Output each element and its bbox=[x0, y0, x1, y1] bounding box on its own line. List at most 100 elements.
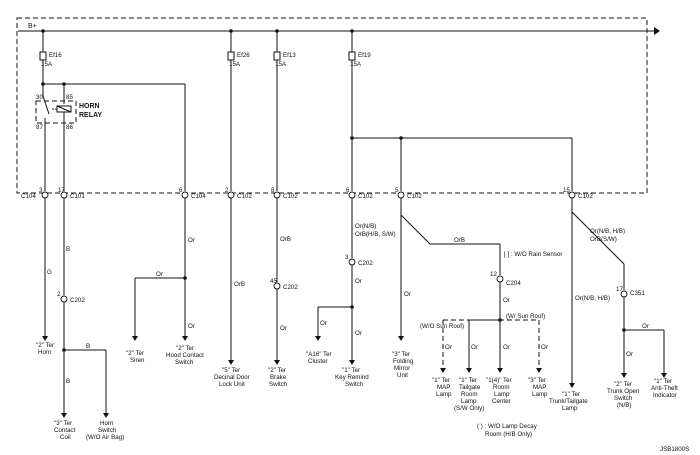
fuse-ef13-amp: 15A bbox=[275, 61, 287, 68]
wire-or-trunksw: Or bbox=[626, 351, 633, 358]
wire-or-cluster: Or bbox=[320, 320, 327, 327]
wire-or-c204: Or bbox=[503, 297, 510, 304]
load-coil-3: Coil bbox=[60, 434, 71, 441]
wire-or-nb-hb: Or(N/B, H/B) bbox=[590, 228, 625, 235]
load-hood-1: "2" Ter bbox=[176, 345, 194, 352]
load-cluster-2: Cluster bbox=[308, 358, 328, 365]
conn-c202b-pin: 45 bbox=[270, 278, 277, 285]
wire-orb-hbsw: OrB(H/B, S/W) bbox=[355, 231, 396, 238]
conn-c104b: C104 bbox=[191, 193, 206, 200]
note-lamp-decay-2: Room (H/B Only) bbox=[485, 431, 532, 438]
load-siren-1: "2" Ter bbox=[126, 350, 144, 357]
load-brake-3: Switch bbox=[269, 381, 288, 388]
load-tg-4: Lamp bbox=[461, 398, 477, 405]
load-trunkopen-1: "2" Ter bbox=[614, 381, 632, 388]
wire-or-trunk: Or(N/B, H/B) bbox=[575, 295, 610, 302]
conn-c202b: C202 bbox=[283, 284, 298, 291]
wire-orb-sw: OrB(S/W) bbox=[590, 236, 617, 243]
c202a-connector bbox=[60, 295, 68, 303]
wire-or-key: Or bbox=[355, 278, 362, 285]
relay-pin-85: 85 bbox=[66, 94, 73, 101]
horn-relay-box bbox=[35, 100, 77, 124]
load-door-3: Lock Unit bbox=[219, 381, 245, 388]
conn-c102e: C102 bbox=[578, 193, 593, 200]
load-trunkopen-2: Trunk Open bbox=[607, 388, 640, 395]
wire-or-hood2: Or bbox=[188, 323, 195, 330]
load-map1-3: Lamp bbox=[436, 391, 452, 398]
load-brake-1: "2" Ter bbox=[268, 367, 286, 374]
load-room-4: Center bbox=[492, 398, 511, 405]
fuse-ef19-amp: 15A bbox=[350, 61, 362, 68]
conn-c202c-pin: 3 bbox=[345, 254, 349, 261]
wire-or-tailgate: Or bbox=[471, 344, 478, 351]
wire-or-nb: Or(N/B) bbox=[355, 223, 376, 230]
load-mirror-4: Unit bbox=[397, 372, 408, 379]
note-sunroof-w: (W/ Sun Roof) bbox=[506, 313, 545, 320]
wire-g: G bbox=[47, 269, 52, 276]
load-key-2: Key Remind bbox=[335, 374, 369, 381]
conn-c102d-pin: 5 bbox=[395, 187, 399, 194]
wire-or-map1: Or bbox=[445, 344, 452, 351]
fuse-ef26-name: Ef26 bbox=[237, 52, 250, 59]
conn-c102c-pin: 6 bbox=[346, 187, 350, 194]
load-key-1: "1" Ter bbox=[342, 367, 360, 374]
load-antitheft-3: Indicator bbox=[653, 392, 677, 399]
note-lamp-decay-1: ( ) : W/O Lamp Decay bbox=[477, 423, 538, 430]
note-rain: [ ] : W/O Rain Sensor bbox=[504, 251, 562, 258]
wire-or-room: Or bbox=[503, 344, 510, 351]
load-horn-switch-1: Horn bbox=[100, 420, 114, 427]
fuse-ef19-name: Ef19 bbox=[358, 52, 371, 59]
load-coil-2: Contact bbox=[54, 427, 76, 434]
horn-relay-label-2: RELAY bbox=[79, 112, 102, 119]
load-room-2: Room bbox=[493, 384, 510, 391]
load-hood-2: Hood Contact bbox=[166, 352, 204, 359]
conn-c102c: C102 bbox=[358, 193, 373, 200]
load-mirror-3: Mirror bbox=[394, 365, 410, 372]
load-horn-switch-2: Switch bbox=[98, 427, 117, 434]
load-map2-2: MAP bbox=[533, 384, 546, 391]
fuse-ef16: Ef16 15A bbox=[39, 29, 62, 84]
c204-connector bbox=[496, 275, 504, 283]
load-trunk-2: Trunk/Tailgate bbox=[549, 398, 588, 405]
load-tg-1: "1" Ter bbox=[459, 377, 477, 384]
fuse-ef16-name: Ef16 bbox=[49, 52, 62, 59]
conn-c202a: C202 bbox=[70, 297, 85, 304]
conn-c104a: C104 bbox=[21, 193, 36, 200]
relay-pin-87: 87 bbox=[36, 124, 43, 131]
wire-or-key2: Or bbox=[355, 330, 362, 337]
load-door-1: "5" Ter bbox=[222, 367, 240, 374]
load-antitheft-1: "1" Ter bbox=[654, 378, 672, 385]
conn-c102e-pin: 15 bbox=[563, 187, 570, 194]
wire-orb-rain: OrB bbox=[454, 237, 465, 244]
wire-or-antitheft: Or bbox=[642, 323, 649, 330]
figure-id: JSB1800S bbox=[660, 446, 689, 453]
fuse-ef16-amp: 15A bbox=[41, 61, 53, 68]
load-tg-5: (S/W Only) bbox=[454, 405, 484, 412]
wire-orb-brake1: OrB bbox=[280, 236, 291, 243]
horn-relay-symbol bbox=[42, 95, 72, 123]
load-map2-1: "3" Ter bbox=[528, 377, 546, 384]
conn-c204-pin: 12 bbox=[490, 271, 497, 278]
load-cluster-1: "A16" Ter bbox=[306, 351, 332, 358]
load-mirror-1: "3" Ter bbox=[392, 351, 410, 358]
load-room-3: Lamp bbox=[494, 391, 510, 398]
conn-c102b-pin: 8 bbox=[271, 187, 275, 194]
load-trunk-3: Lamp bbox=[562, 405, 578, 412]
load-horn-2: Horn bbox=[38, 349, 52, 356]
wire-b1: B bbox=[66, 246, 70, 253]
conn-c102d: C102 bbox=[407, 193, 422, 200]
load-key-3: Switch bbox=[345, 381, 364, 388]
load-tg-3: Room bbox=[461, 391, 478, 398]
load-map1-2: MAP bbox=[437, 384, 450, 391]
load-room-1: "1(4)" Ter bbox=[486, 377, 512, 384]
load-horn-1: "2" Ter bbox=[36, 342, 54, 349]
fuse-ef19: Ef19 15A bbox=[348, 29, 371, 191]
conn-c202c: C202 bbox=[358, 260, 373, 267]
load-map2-3: Lamp bbox=[532, 391, 548, 398]
load-coil-1: "3" Ter bbox=[54, 420, 72, 427]
conn-c104a-pin: 3 bbox=[39, 187, 43, 194]
wire-or-hood: Or bbox=[188, 237, 195, 244]
wire-or-map2: Or bbox=[541, 344, 548, 351]
wire-orb-decor: OrB bbox=[234, 281, 245, 288]
conn-c351-pin: 17 bbox=[616, 286, 623, 293]
